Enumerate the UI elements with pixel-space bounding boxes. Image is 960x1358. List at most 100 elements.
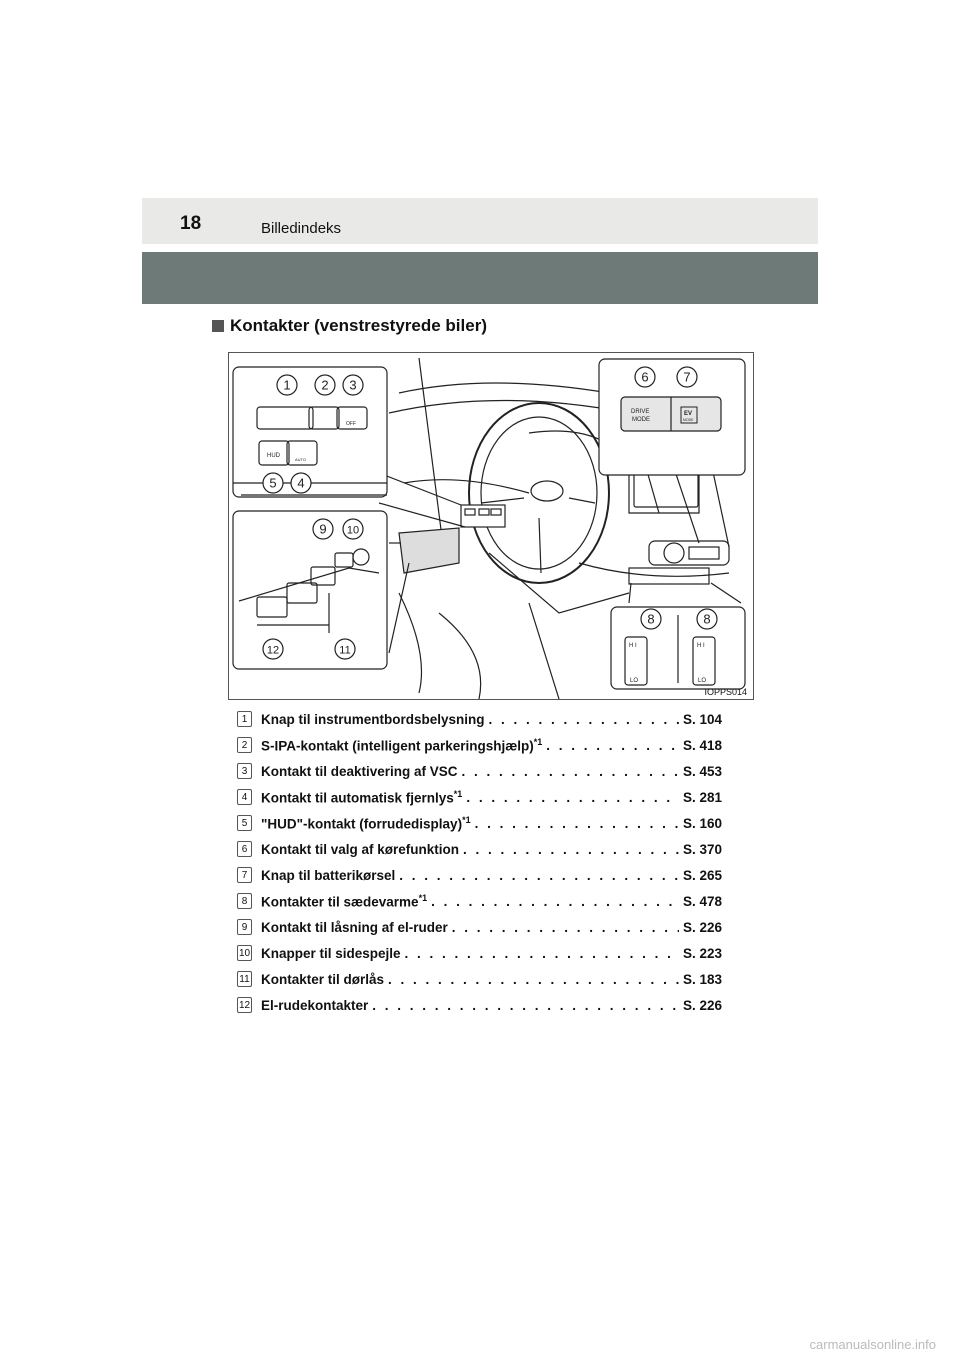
- callout-circle: [290, 472, 312, 494]
- item-number-badge: 8: [237, 893, 252, 909]
- list-item: 9 Kontakt til låsning af el-ruder S. 226: [237, 914, 722, 940]
- heading: Kontakter (venstrestyrede biler): [212, 316, 487, 336]
- item-number-badge: 11: [237, 971, 252, 987]
- item-number-badge: 12: [237, 997, 252, 1013]
- item-label: El-rudekontakter: [261, 997, 369, 1013]
- leader-dots: [431, 894, 679, 909]
- heading-text: Kontakter (venstrestyrede biler): [230, 316, 487, 335]
- item-number-badge: 10: [237, 945, 252, 961]
- seat-heater-lo-label-right: LO: [698, 678, 706, 684]
- callout-circle: [676, 366, 698, 388]
- dashboard-drawing: HUD AUTO OFF DRIVE MODE EV MODE H I H I …: [232, 357, 746, 699]
- item-number-badge: 6: [237, 841, 252, 857]
- callout-number: 9: [319, 522, 326, 537]
- drive-mode-label: MODE: [632, 417, 650, 423]
- callout-circle: [334, 638, 356, 660]
- page-reference: S. 160: [682, 815, 722, 831]
- item-label: Kontakter til sædevarme*1: [261, 892, 428, 910]
- page-reference: S. 104: [682, 711, 722, 727]
- leader-dots: [399, 868, 679, 883]
- leader-dots: [463, 842, 679, 857]
- ev-label: EV: [684, 411, 692, 417]
- item-label: Kontakt til låsning af el-ruder: [261, 919, 448, 935]
- callout-circle: [634, 366, 656, 388]
- list-item: 4 Kontakt til automatisk fjernlys*1 S. 281: [237, 784, 722, 810]
- item-label: Kontakt til automatisk fjernlys*1: [261, 788, 463, 806]
- page-reference: S. 453: [682, 763, 722, 779]
- leader-dots: [452, 920, 679, 935]
- heading-square-icon: [212, 320, 224, 332]
- list-item: 11 Kontakter til dørlås S. 183: [237, 966, 722, 992]
- leader-dots: [546, 738, 679, 753]
- item-number-badge: 3: [237, 763, 252, 779]
- item-label: Knap til instrumentbordsbelysning: [261, 711, 485, 727]
- page-reference: S. 370: [682, 841, 722, 857]
- leader-dots: [489, 712, 679, 727]
- callout-circle: [342, 518, 364, 540]
- callout-number: 5: [269, 476, 276, 491]
- list-item: 7 Knap til batterikørsel S. 265: [237, 862, 722, 888]
- auto-label: AUTO: [295, 457, 306, 462]
- footer-watermark: carmanualsonline.info: [809, 1337, 936, 1352]
- leader-dots: [405, 946, 679, 961]
- page-reference: S. 418: [682, 737, 722, 753]
- callout-number: 6: [641, 370, 648, 385]
- header-band: [142, 198, 818, 244]
- leader-dots: [388, 972, 679, 987]
- section-bar: [142, 252, 818, 304]
- item-number-badge: 9: [237, 919, 252, 935]
- item-number-badge: 2: [237, 737, 252, 753]
- page-reference: S. 223: [682, 945, 722, 961]
- item-number-badge: 1: [237, 711, 252, 727]
- switches-illustration: HUD AUTO OFF DRIVE MODE EV MODE H I H I …: [228, 352, 754, 700]
- callout-number: 2: [321, 378, 328, 393]
- item-label: Knap til batterikørsel: [261, 867, 396, 883]
- leader-dots: [372, 998, 679, 1013]
- switch-list: 1 Knap til instrumentbordsbelysning S. 104…: [237, 706, 722, 1018]
- callout-circle: [276, 374, 298, 396]
- list-item: 6 Kontakt til valg af kørefunktion S. 370: [237, 836, 722, 862]
- callout-number: 8: [703, 612, 710, 627]
- item-label: Kontakt til valg af kørefunktion: [261, 841, 460, 857]
- callout-circle: [314, 374, 336, 396]
- page-reference: S. 281: [682, 789, 722, 805]
- seat-heater-hi-label-right: H I: [697, 643, 705, 649]
- figure-code: IOPPS014: [704, 687, 747, 697]
- callout-circle: [262, 472, 284, 494]
- leader-dots: [466, 790, 679, 805]
- item-label: "HUD"-kontakt (forrudedisplay)*1: [261, 814, 471, 832]
- callout-number: 12: [267, 645, 279, 657]
- seat-heater-lo-label-left: LO: [630, 678, 638, 684]
- hud-label: HUD: [267, 453, 281, 459]
- list-item: 5"HUD"-kontakt (forrudedisplay)*1S. 160: [237, 810, 722, 836]
- list-item: 12 El-rudekontakter S. 226: [237, 992, 722, 1018]
- item-number-badge: 4: [237, 789, 252, 805]
- callout-circle: [696, 608, 718, 630]
- callout-number: 7: [683, 370, 690, 385]
- item-label: Kontakter til dørlås: [261, 971, 385, 987]
- section-title: Billedindeks: [261, 220, 342, 237]
- leader-dots: [475, 816, 679, 831]
- seat-heater-hi-label-left: H I: [629, 643, 637, 649]
- off-label: OFF: [346, 421, 356, 427]
- callout-circle: [312, 518, 334, 540]
- callout-number: 10: [347, 525, 359, 537]
- item-number-badge: 7: [237, 867, 252, 883]
- callout-number: 11: [339, 645, 350, 657]
- page-reference: S. 226: [682, 997, 722, 1013]
- item-label: Knapper til sidespejle: [261, 945, 401, 961]
- page-reference: S. 226: [682, 919, 722, 935]
- item-label: Kontakt til deaktivering af VSC: [261, 763, 458, 779]
- page-number: 18: [180, 213, 202, 234]
- callout-number: 1: [283, 378, 290, 393]
- page-reference: S. 265: [682, 867, 722, 883]
- leader-dots: [462, 764, 679, 779]
- callout-number: 4: [297, 476, 304, 491]
- ev-mode-label: MODE: [683, 418, 694, 422]
- page-reference: S. 183: [682, 971, 722, 987]
- list-item: 1 Knap til instrumentbordsbelysning S. 104: [237, 706, 722, 732]
- callout-circle: [342, 374, 364, 396]
- callout-number: 3: [349, 378, 356, 393]
